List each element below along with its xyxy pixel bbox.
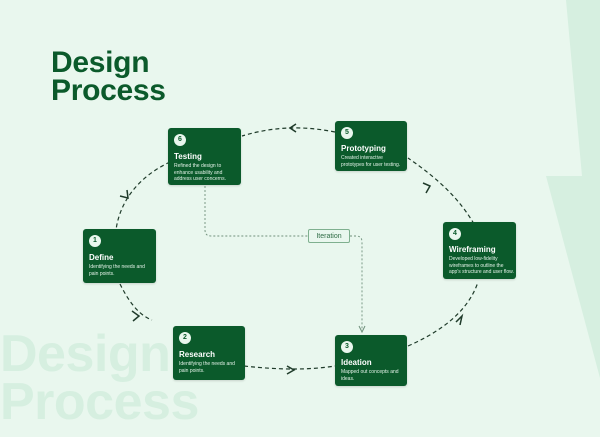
step-number-badge: 6 [174, 134, 186, 146]
step-description: Mapped out concepts and ideas. [341, 369, 399, 382]
title-line-1: Design [51, 46, 150, 79]
chevron-icon [455, 313, 464, 326]
step-number-badge: 3 [341, 341, 353, 353]
step-card-testing: 6 Testing Refined the design to enhance … [168, 128, 241, 185]
step-card-prototyping: 5 Prototyping Created interactive protot… [335, 121, 407, 171]
watermark-text: Design Process [0, 325, 199, 431]
arrow-ideation-to-wireframing [407, 281, 479, 347]
chevron-icon [286, 365, 296, 375]
arrow-prototyping-to-testing [241, 127, 336, 137]
step-title: Testing [174, 152, 202, 161]
step-description: Created interactive prototypes for user … [341, 155, 401, 168]
arrow-wireframing-to-prototyping [407, 157, 475, 225]
step-number-badge: 2 [179, 332, 191, 344]
iteration-label: Iteration [308, 229, 350, 243]
step-title: Define [89, 253, 114, 262]
lightning-bolt-shape [546, 0, 600, 378]
iteration-line-left [204, 186, 308, 237]
step-title: Research [179, 350, 216, 359]
title-line-2: Process [51, 74, 166, 107]
step-description: Refined the design to enhance usability … [174, 163, 226, 182]
step-description: Identifying the needs and pain points. [89, 264, 145, 277]
step-title: Wireframing [449, 245, 496, 254]
arrow-testing-to-define [115, 161, 171, 231]
step-description: Developed low-fidelity wireframes to out… [449, 256, 514, 275]
iteration-line-right [350, 235, 363, 330]
page-title: Design Process [51, 46, 166, 107]
step-title: Ideation [341, 358, 372, 367]
step-card-define: 1 Define Identifying the needs and pain … [83, 229, 156, 283]
iteration-arrowhead-icon [358, 325, 366, 334]
step-number-badge: 4 [449, 228, 461, 240]
watermark-line-1: Design [0, 325, 171, 383]
chevron-icon [131, 310, 141, 322]
chevron-icon [288, 123, 297, 133]
watermark-line-2: Process [0, 373, 199, 431]
step-number-badge: 5 [341, 127, 353, 139]
arrow-define-to-research [119, 283, 153, 321]
step-card-wireframing: 4 Wireframing Developed low-fidelity wir… [443, 222, 516, 279]
step-title: Prototyping [341, 144, 386, 153]
chevron-icon [119, 189, 129, 199]
step-card-ideation: 3 Ideation Mapped out concepts and ideas… [335, 335, 407, 386]
step-description: Identifying the needs and pain points. [179, 361, 235, 374]
chevron-icon [422, 182, 432, 194]
step-number-badge: 1 [89, 235, 101, 247]
step-card-research: 2 Research Identifying the needs and pai… [173, 326, 245, 380]
